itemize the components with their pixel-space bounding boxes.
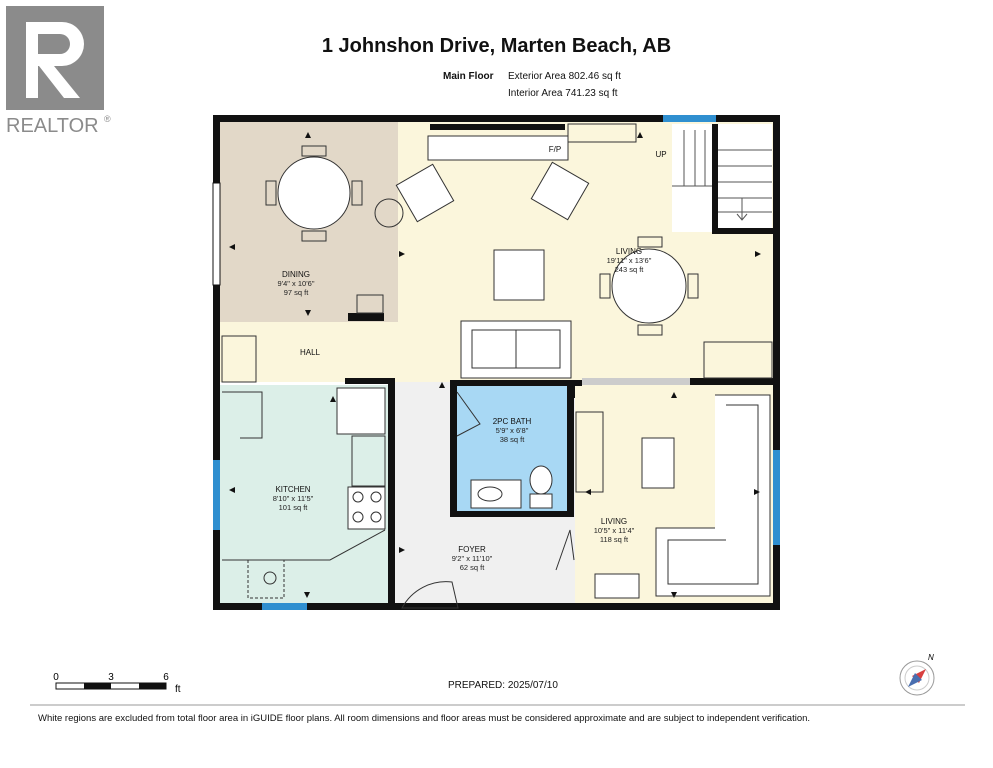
scale-unit: ft [175,684,181,695]
windows [213,115,780,610]
realtor-wordmark: REALTOR [6,115,99,137]
kitchen-name: KITCHEN [275,485,310,494]
foyer-dims: 9'2" x 11'10" [452,554,493,563]
interior-area: Interior Area 741.23 sq ft [508,88,618,99]
dimension-arrows [229,132,761,598]
scale-label-0: 0 [53,672,59,683]
compass-icon [899,660,935,696]
stairs-label: UP [655,150,666,159]
living-second-dims: 10'5" x 11'4" [594,526,635,535]
foyer-area: 62 sq ft [460,563,486,572]
stair-area [672,124,772,232]
kitchen-area: 101 sq ft [279,503,309,512]
furniture [221,123,773,609]
bath-area: 38 sq ft [500,435,526,444]
prepared-date: PREPARED: 2025/07/10 [448,680,558,691]
bath-dims: 5'9" x 6'8" [496,426,529,435]
disclaimer: White regions are excluded from total fl… [38,713,811,724]
foyer-name: FOYER [458,545,486,554]
exterior-area: Exterior Area 802.46 sq ft [508,71,621,82]
svg-text:®: ® [104,114,111,124]
fireplace-label: F/P [549,145,561,154]
page-title: 1 Johnshon Drive, Marten Beach, AB [321,35,672,57]
dining-dims: 9'4" x 10'6" [278,279,315,288]
dining-area: 97 sq ft [284,288,310,297]
open-partition [582,378,690,385]
scale-label-6: 6 [163,672,169,683]
bath-name: 2PC BATH [493,417,532,426]
exterior-walls [213,115,780,610]
living-main-dims: 19'11" x 13'6" [607,256,652,265]
patio-door [212,182,221,286]
interior-walls [345,124,778,603]
living-main-area: 243 sq ft [615,265,645,274]
floor-label: Main Floor [443,71,494,82]
living-second-name: LIVING [601,517,627,526]
dining-name: DINING [282,270,310,279]
compass-north-label: N [928,653,934,662]
hall-name: HALL [300,348,321,357]
scale-bar [55,682,167,690]
scale-label-3: 3 [108,672,114,683]
living-second-area: 118 sq ft [600,535,629,544]
kitchen-dims: 8'10" x 11'5" [273,494,314,503]
realtor-logo: REALTOR ® [0,0,120,140]
living-main-name: LIVING [616,247,642,256]
